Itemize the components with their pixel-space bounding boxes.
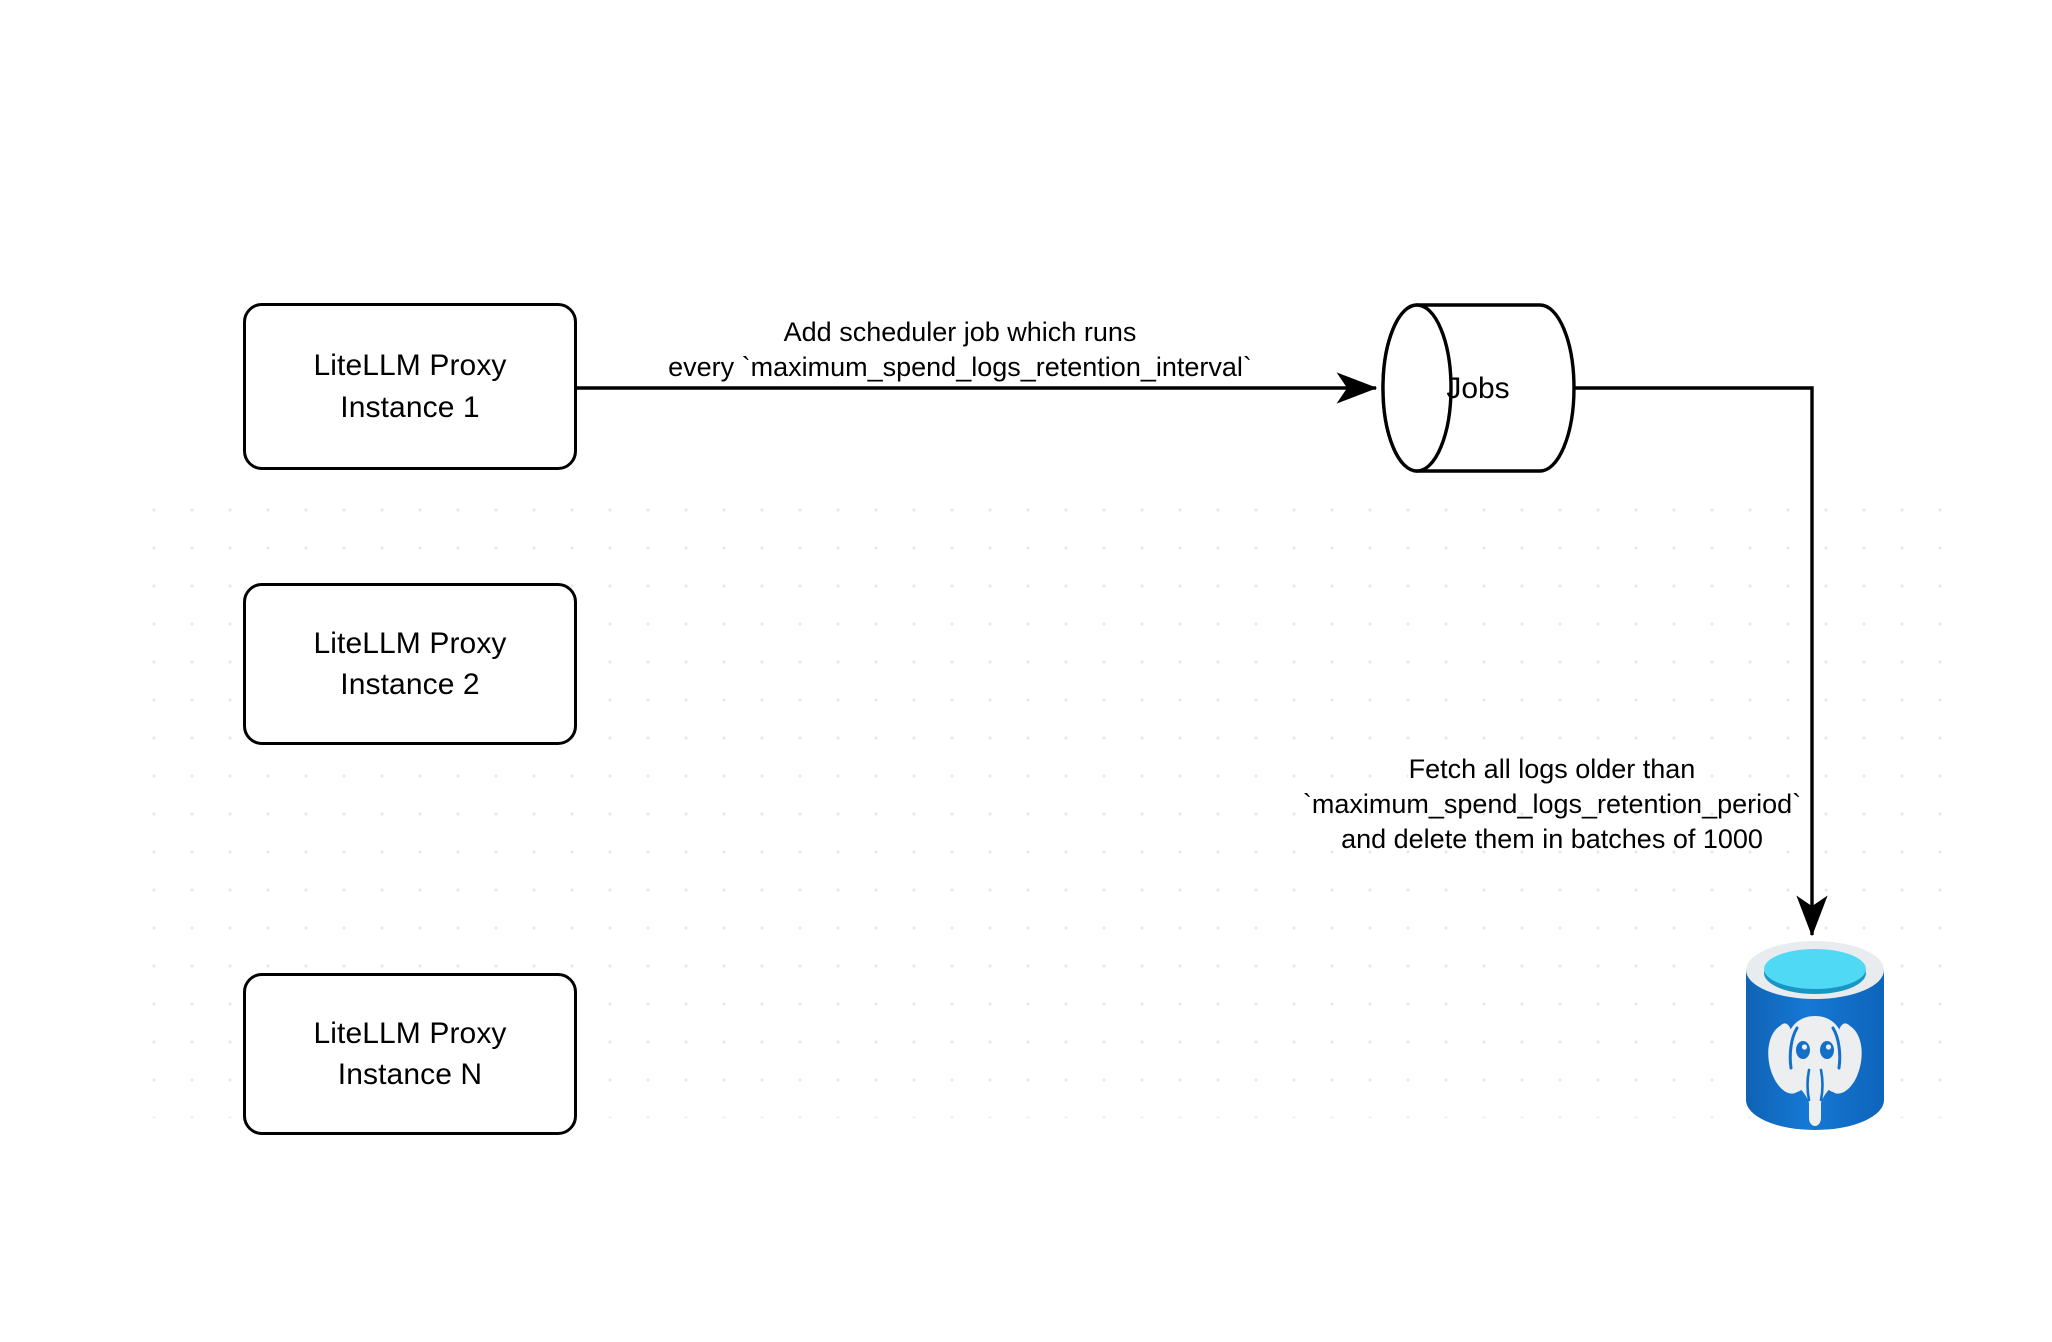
node-litellm-proxy-instance-1[interactable]: LiteLLM Proxy Instance 1 (243, 303, 577, 470)
node-litellm-proxy-instance-2[interactable]: LiteLLM Proxy Instance 2 (243, 583, 577, 745)
node-label-line1: LiteLLM Proxy (313, 349, 507, 383)
edge-label-instance1-to-jobs: Add scheduler job which runs every `maxi… (668, 315, 1252, 385)
node-label-line1: LiteLLM Proxy (313, 626, 507, 660)
edge-label-line-1: Add scheduler job which runs (782, 317, 1138, 347)
node-label-line2: Instance 2 (340, 668, 480, 701)
edge-label-line-1: Fetch all logs older than (1407, 754, 1697, 784)
edge-label-line-2: every `maximum_spend_logs_retention_inte… (668, 351, 1252, 382)
node-litellm-proxy-instance-n[interactable]: LiteLLM Proxy Instance N (243, 973, 577, 1135)
jobs-cylinder-label: Jobs (1446, 372, 1510, 405)
edge-jobs-to-postgres-line (1574, 386, 1828, 937)
jobs-cylinder-shape (1381, 303, 1576, 473)
postgresql-elephant-icon (1746, 941, 1884, 1130)
node-label-line2: Instance N (337, 1058, 483, 1091)
edge-label-jobs-to-postgres: Fetch all logs older than `maximum_spend… (1303, 752, 1801, 856)
postgresql-database-icon[interactable] (1741, 940, 1889, 1136)
edge-label-line-2: `maximum_spend_logs_retention_period` (1302, 788, 1802, 819)
node-label-line1: LiteLLM Proxy (313, 1016, 507, 1050)
node-label-line2: Instance 1 (340, 390, 480, 424)
edge-label-line-3: and delete them in batches of 1000 (1341, 823, 1763, 854)
